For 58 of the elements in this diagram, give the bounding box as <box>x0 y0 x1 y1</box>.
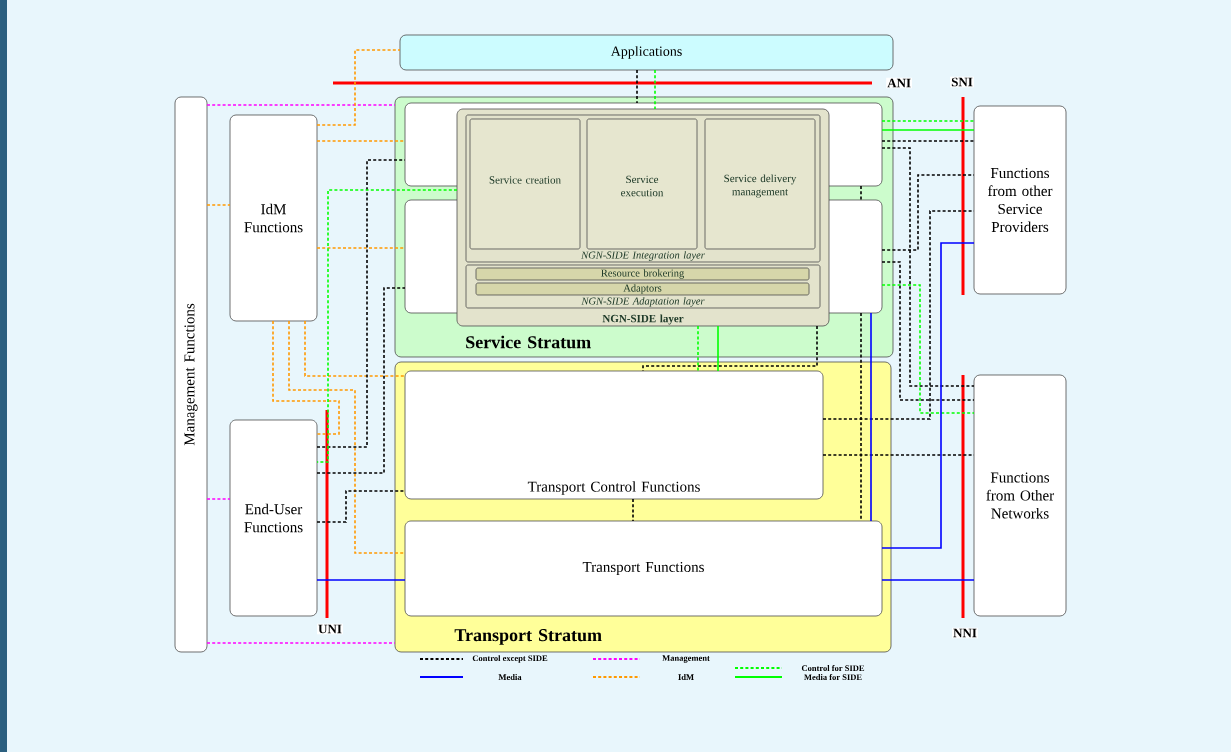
applications-box: Applications <box>399 34 894 71</box>
connector-line <box>654 69 656 110</box>
connector-line <box>860 312 862 522</box>
connector-line <box>304 320 406 377</box>
connector-line <box>206 498 231 500</box>
connector-line <box>881 242 975 549</box>
connector-line <box>881 120 975 122</box>
connector-line <box>881 579 975 581</box>
connector-line <box>288 320 406 554</box>
connector-line <box>822 210 975 420</box>
connector-line <box>316 490 406 523</box>
connector-line <box>206 642 396 644</box>
component-bar: Resource brokering <box>475 267 810 281</box>
function-box: IdM Functions <box>229 114 318 322</box>
legend-item: Control except SIDE <box>419 655 548 663</box>
connector-line <box>316 140 406 142</box>
connector-line <box>316 579 406 581</box>
connector-line <box>632 498 634 522</box>
connector-line <box>206 104 396 106</box>
legend-item: Control for SIDE <box>734 664 865 671</box>
connector-line <box>636 69 638 104</box>
connector-line <box>881 284 975 414</box>
connector-line <box>272 320 340 435</box>
connector-line <box>881 140 975 142</box>
connector-line <box>316 287 406 474</box>
connector-line <box>697 325 699 372</box>
management-box: Management Functions <box>174 96 208 653</box>
connector-line <box>822 454 975 456</box>
component-box: Service execution <box>586 118 698 250</box>
reference-point-label: UNI <box>317 623 343 635</box>
connector-line <box>881 174 975 251</box>
connector-line <box>717 325 719 372</box>
reference-point-label: ANI <box>886 77 913 89</box>
connector-line <box>316 49 401 126</box>
function-box: Transport Control Functions <box>404 370 824 500</box>
connector-line <box>870 312 872 522</box>
connector-line <box>206 204 231 206</box>
function-box: End-User Functions <box>229 419 318 617</box>
component-bar: Adaptors <box>475 282 810 296</box>
function-box: Functions from Other Networks <box>973 374 1067 617</box>
component-box: Service delivery management <box>704 118 816 250</box>
connector-line <box>316 159 406 448</box>
legend-item: IdM <box>592 674 694 680</box>
function-box: Transport Functions <box>404 520 883 617</box>
legend-item: Media for SIDE <box>734 673 862 680</box>
legend-item: Media <box>419 674 522 680</box>
connector-line <box>881 147 975 387</box>
component-box: Service creation <box>469 118 581 250</box>
connector-line <box>860 185 862 201</box>
reference-point-label: SNI <box>950 76 974 88</box>
function-box: Functions from other Service Providers <box>973 105 1067 295</box>
connector-line <box>316 247 406 249</box>
connector-line <box>316 189 458 463</box>
connector-line <box>881 261 975 401</box>
connector-line <box>642 325 818 372</box>
reference-point-label: NNI <box>952 627 978 639</box>
connector-line <box>881 129 975 131</box>
legend-item: Management <box>592 655 710 663</box>
